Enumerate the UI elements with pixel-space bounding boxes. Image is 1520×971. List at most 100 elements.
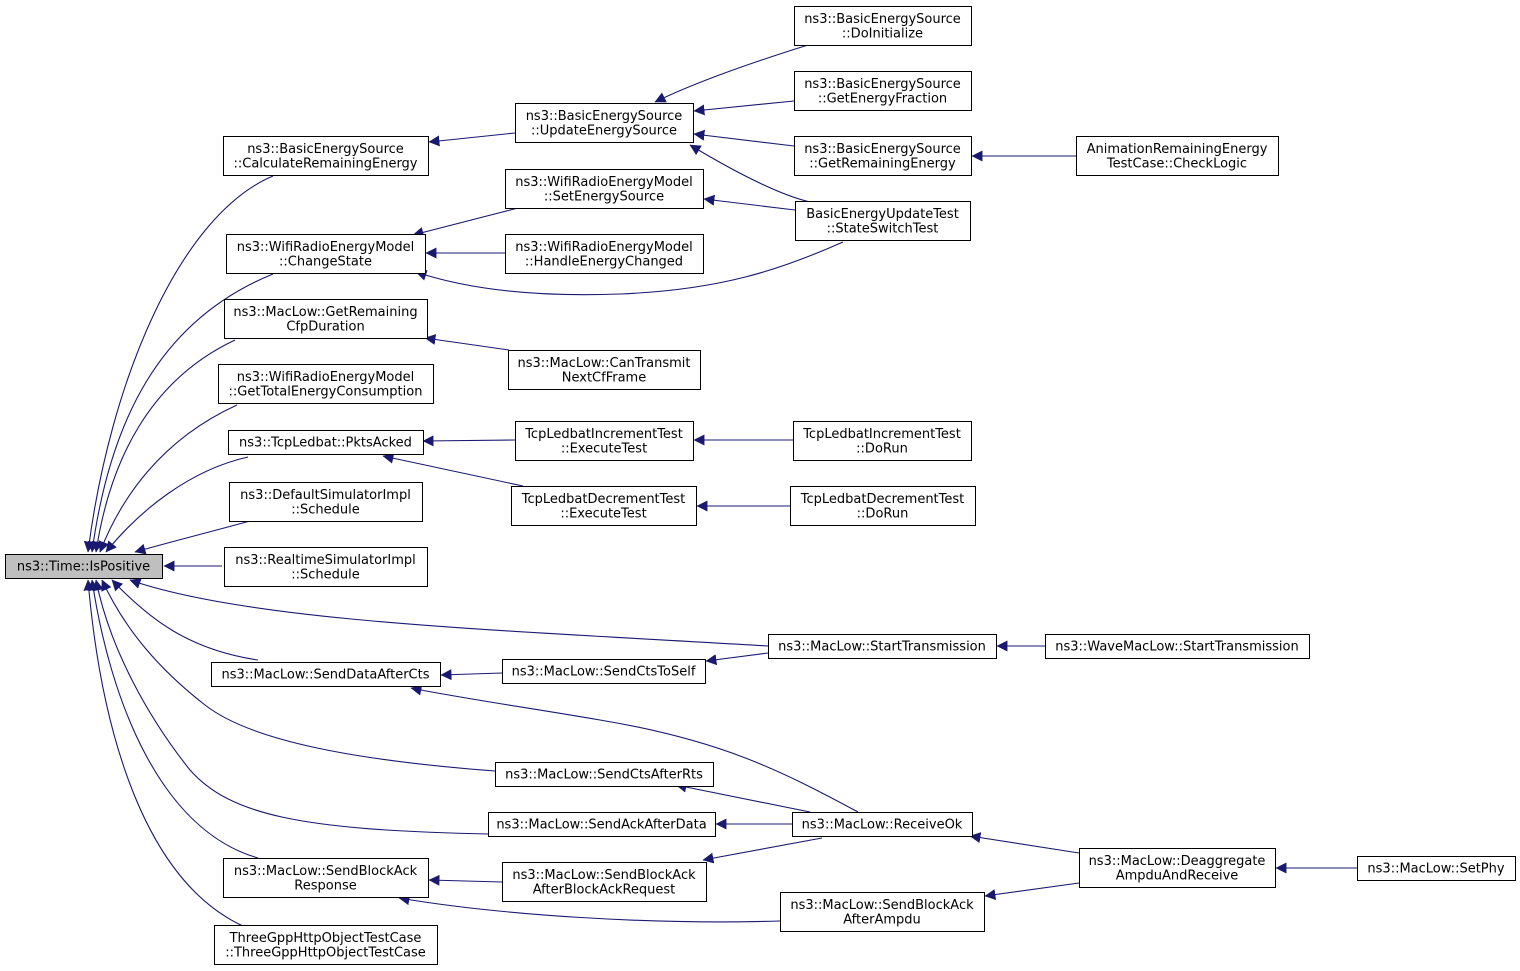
node-label: ns3::MacLow::SendBlockAck xyxy=(234,864,418,879)
node-box xyxy=(211,662,441,687)
node-label: NextCfFrame xyxy=(562,370,646,385)
node-box xyxy=(214,925,438,965)
edge xyxy=(424,334,510,351)
node-box xyxy=(1045,634,1310,659)
node-label: ::DoRun xyxy=(856,441,908,456)
graph-node[interactable]: TcpLedbatDecrementTest::ExecuteTest xyxy=(511,486,697,526)
edge-layer xyxy=(83,44,1357,928)
node-box xyxy=(792,812,973,837)
node-label: ::CalculateRemainingEnergy xyxy=(233,156,417,171)
edge xyxy=(984,882,1080,901)
graph-node[interactable]: ns3::WifiRadioEnergyModel::SetEnergySour… xyxy=(505,169,704,209)
graph-node[interactable]: ns3::WifiRadioEnergyModel::GetTotalEnerg… xyxy=(218,364,434,404)
node-label: ::Schedule xyxy=(291,567,360,582)
edge xyxy=(134,520,251,555)
graph-node[interactable]: ns3::RealtimeSimulatorImpl::Schedule xyxy=(224,547,428,587)
node-label: TcpLedbatDecrementTest xyxy=(800,492,965,507)
node-label: ns3::BasicEnergySource xyxy=(526,109,683,124)
node-label: ns3::MacLow::SendBlockAck xyxy=(512,868,696,883)
node-label: ::ExecuteTest xyxy=(561,441,647,456)
node-label: ns3::Time::IsPositive xyxy=(17,560,150,575)
edge xyxy=(98,404,238,553)
node-box xyxy=(502,862,707,902)
graph-node[interactable]: TcpLedbatDecrementTest::DoRun xyxy=(790,486,976,526)
graph-node[interactable]: TcpLedbatIncrementTest::ExecuteTest xyxy=(515,421,694,461)
graph-node[interactable]: ns3::MacLow::StartTransmission xyxy=(768,634,997,659)
edge xyxy=(92,579,489,835)
graph-node[interactable]: ns3::BasicEnergySource::CalculateRemaini… xyxy=(223,136,429,176)
node-box xyxy=(515,103,694,143)
node-box xyxy=(224,299,428,339)
graph-node[interactable]: ns3::BasicEnergySource::GetEnergyFractio… xyxy=(794,71,972,111)
edge xyxy=(111,579,259,661)
node-box xyxy=(223,858,429,898)
node-box xyxy=(794,136,972,176)
node-label: ns3::BasicEnergySource xyxy=(804,77,961,92)
edge xyxy=(92,339,236,553)
node-box xyxy=(793,421,972,461)
graph-node[interactable]: ns3::MacLow::SendBlockAckAfterBlockAckRe… xyxy=(502,862,707,902)
graph-node[interactable]: ns3::MacLow::SetPhy xyxy=(1357,856,1516,881)
edge xyxy=(382,452,524,487)
graph-node[interactable]: ns3::DefaultSimulatorImpl::Schedule xyxy=(229,482,423,522)
graph-node[interactable]: ns3::MacLow::SendCtsAfterRts xyxy=(495,762,714,787)
edge xyxy=(412,207,519,238)
graph-node[interactable]: ns3::MacLow::SendCtsToSelf xyxy=(502,659,706,684)
edge xyxy=(702,837,823,864)
node-label: ::SetEnergySource xyxy=(544,189,664,204)
node-label: ns3::BasicEnergySource xyxy=(247,142,404,157)
graph-node[interactable]: ns3::BasicEnergySource::GetRemainingEner… xyxy=(794,136,972,176)
node-box xyxy=(1079,848,1276,888)
edge xyxy=(105,456,249,553)
edge xyxy=(83,579,246,928)
node-label: ns3::MacLow::SendCtsToSelf xyxy=(512,665,696,680)
graph-node[interactable]: ns3::WifiRadioEnergyModel::ChangeState xyxy=(226,234,426,274)
node-box xyxy=(502,659,706,684)
graph-node[interactable]: TcpLedbatIncrementTest::DoRun xyxy=(793,421,972,461)
node-box xyxy=(1357,856,1516,881)
edge xyxy=(129,578,769,647)
node-box xyxy=(790,486,976,526)
graph-node[interactable]: ns3::BasicEnergySource::DoInitialize xyxy=(794,6,972,46)
node-layer: ns3::Time::IsPositive ns3::BasicEnergySou… xyxy=(5,6,1516,965)
graph-node[interactable]: ns3::TcpLedbat::PktsAcked xyxy=(228,430,424,455)
node-label: TcpLedbatIncrementTest xyxy=(802,427,961,442)
graph-node[interactable]: ns3::MacLow::SendDataAfterCts xyxy=(211,662,441,687)
node-box xyxy=(1076,136,1279,176)
graph-node[interactable]: BasicEnergyUpdateTest::StateSwitchTest xyxy=(795,201,971,241)
graph-node[interactable]: ns3::BasicEnergySource::UpdateEnergySour… xyxy=(515,103,694,143)
node-label: ns3::MacLow::SendDataAfterCts xyxy=(222,668,430,683)
node-label: ::ChangeState xyxy=(279,254,372,269)
node-box xyxy=(795,201,971,241)
graph-node[interactable]: ns3::MacLow::SendAckAfterData xyxy=(488,812,716,837)
graph-node[interactable]: ns3::WaveMacLow::StartTransmission xyxy=(1045,634,1310,659)
node-label: ns3::MacLow::GetRemaining xyxy=(233,305,417,320)
node-box xyxy=(226,234,426,274)
edge xyxy=(689,144,811,203)
graph-node[interactable]: AnimationRemainingEnergyTestCase::CheckL… xyxy=(1076,136,1279,176)
node-label: ::DoInitialize xyxy=(842,26,923,41)
node-label: ns3::RealtimeSimulatorImpl xyxy=(235,553,416,568)
node-label: TcpLedbatIncrementTest xyxy=(524,427,683,442)
node-label: ns3::TcpLedbat::PktsAcked xyxy=(239,436,412,451)
node-label: ns3::WaveMacLow::StartTransmission xyxy=(1055,640,1298,655)
node-label: ::UpdateEnergySource xyxy=(531,123,677,138)
graph-node[interactable]: ns3::MacLow::ReceiveOk xyxy=(792,812,973,837)
node-box xyxy=(495,762,714,787)
node-label: ::StateSwitchTest xyxy=(827,221,939,236)
graph-node[interactable]: ThreeGppHttpObjectTestCase::ThreeGppHttp… xyxy=(214,925,438,965)
edge xyxy=(693,100,795,116)
graph-node[interactable]: ns3::WifiRadioEnergyModel::HandleEnergyC… xyxy=(505,234,704,274)
node-label: ns3::MacLow::ReceiveOk xyxy=(802,818,963,833)
node-label: ::HandleEnergyChanged xyxy=(525,254,683,269)
node-box xyxy=(768,634,997,659)
node-box xyxy=(794,6,972,46)
node-label: ns3::WifiRadioEnergyModel xyxy=(515,175,693,190)
node-label: ::ExecuteTest xyxy=(560,506,646,521)
